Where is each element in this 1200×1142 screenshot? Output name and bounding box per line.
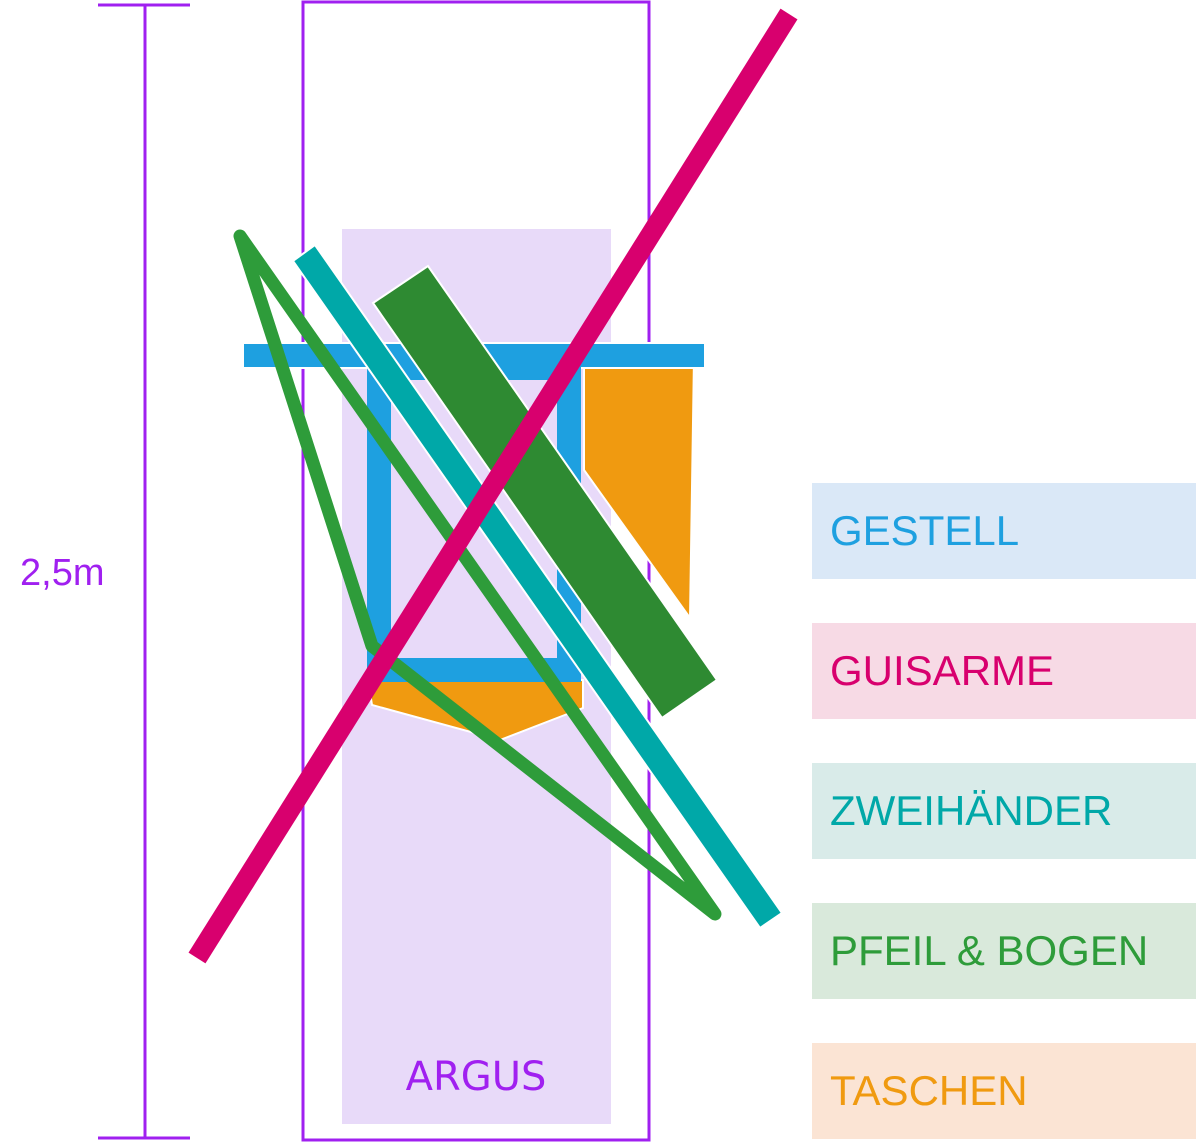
legend-label-gestell: GESTELL [830, 507, 1020, 554]
pfeil-bogen-quiver [371, 264, 719, 720]
legend-item-zweihaender: ZWEIHÄNDER [812, 763, 1196, 859]
guisarme-pole [188, 8, 798, 964]
pfeil-bogen-bow [233, 229, 722, 921]
zweihaender-sword [291, 243, 784, 930]
figure-label: ARGUS [406, 1054, 547, 1100]
dimension-label: 2,5m [20, 552, 104, 594]
taschen-bags [366, 356, 696, 742]
legend-item-guisarme: GUISARME [812, 623, 1196, 719]
legend-item-pfeil-bogen: PFEIL & BOGEN [812, 903, 1196, 999]
dimension-label-gap [20, 540, 120, 600]
legend-label-pfeil-bogen: PFEIL & BOGEN [830, 927, 1149, 974]
legend-label-guisarme: GUISARME [830, 647, 1055, 694]
legend-label-zweihaender: ZWEIHÄNDER [830, 787, 1113, 834]
height-dimension: 2,5m [20, 3, 190, 1140]
legend-item-taschen: TASCHEN [812, 1043, 1196, 1139]
figure-outline [301, 0, 651, 1142]
legend-label-taschen: TASCHEN [830, 1067, 1028, 1114]
legend-item-gestell: GESTELL [812, 483, 1196, 579]
